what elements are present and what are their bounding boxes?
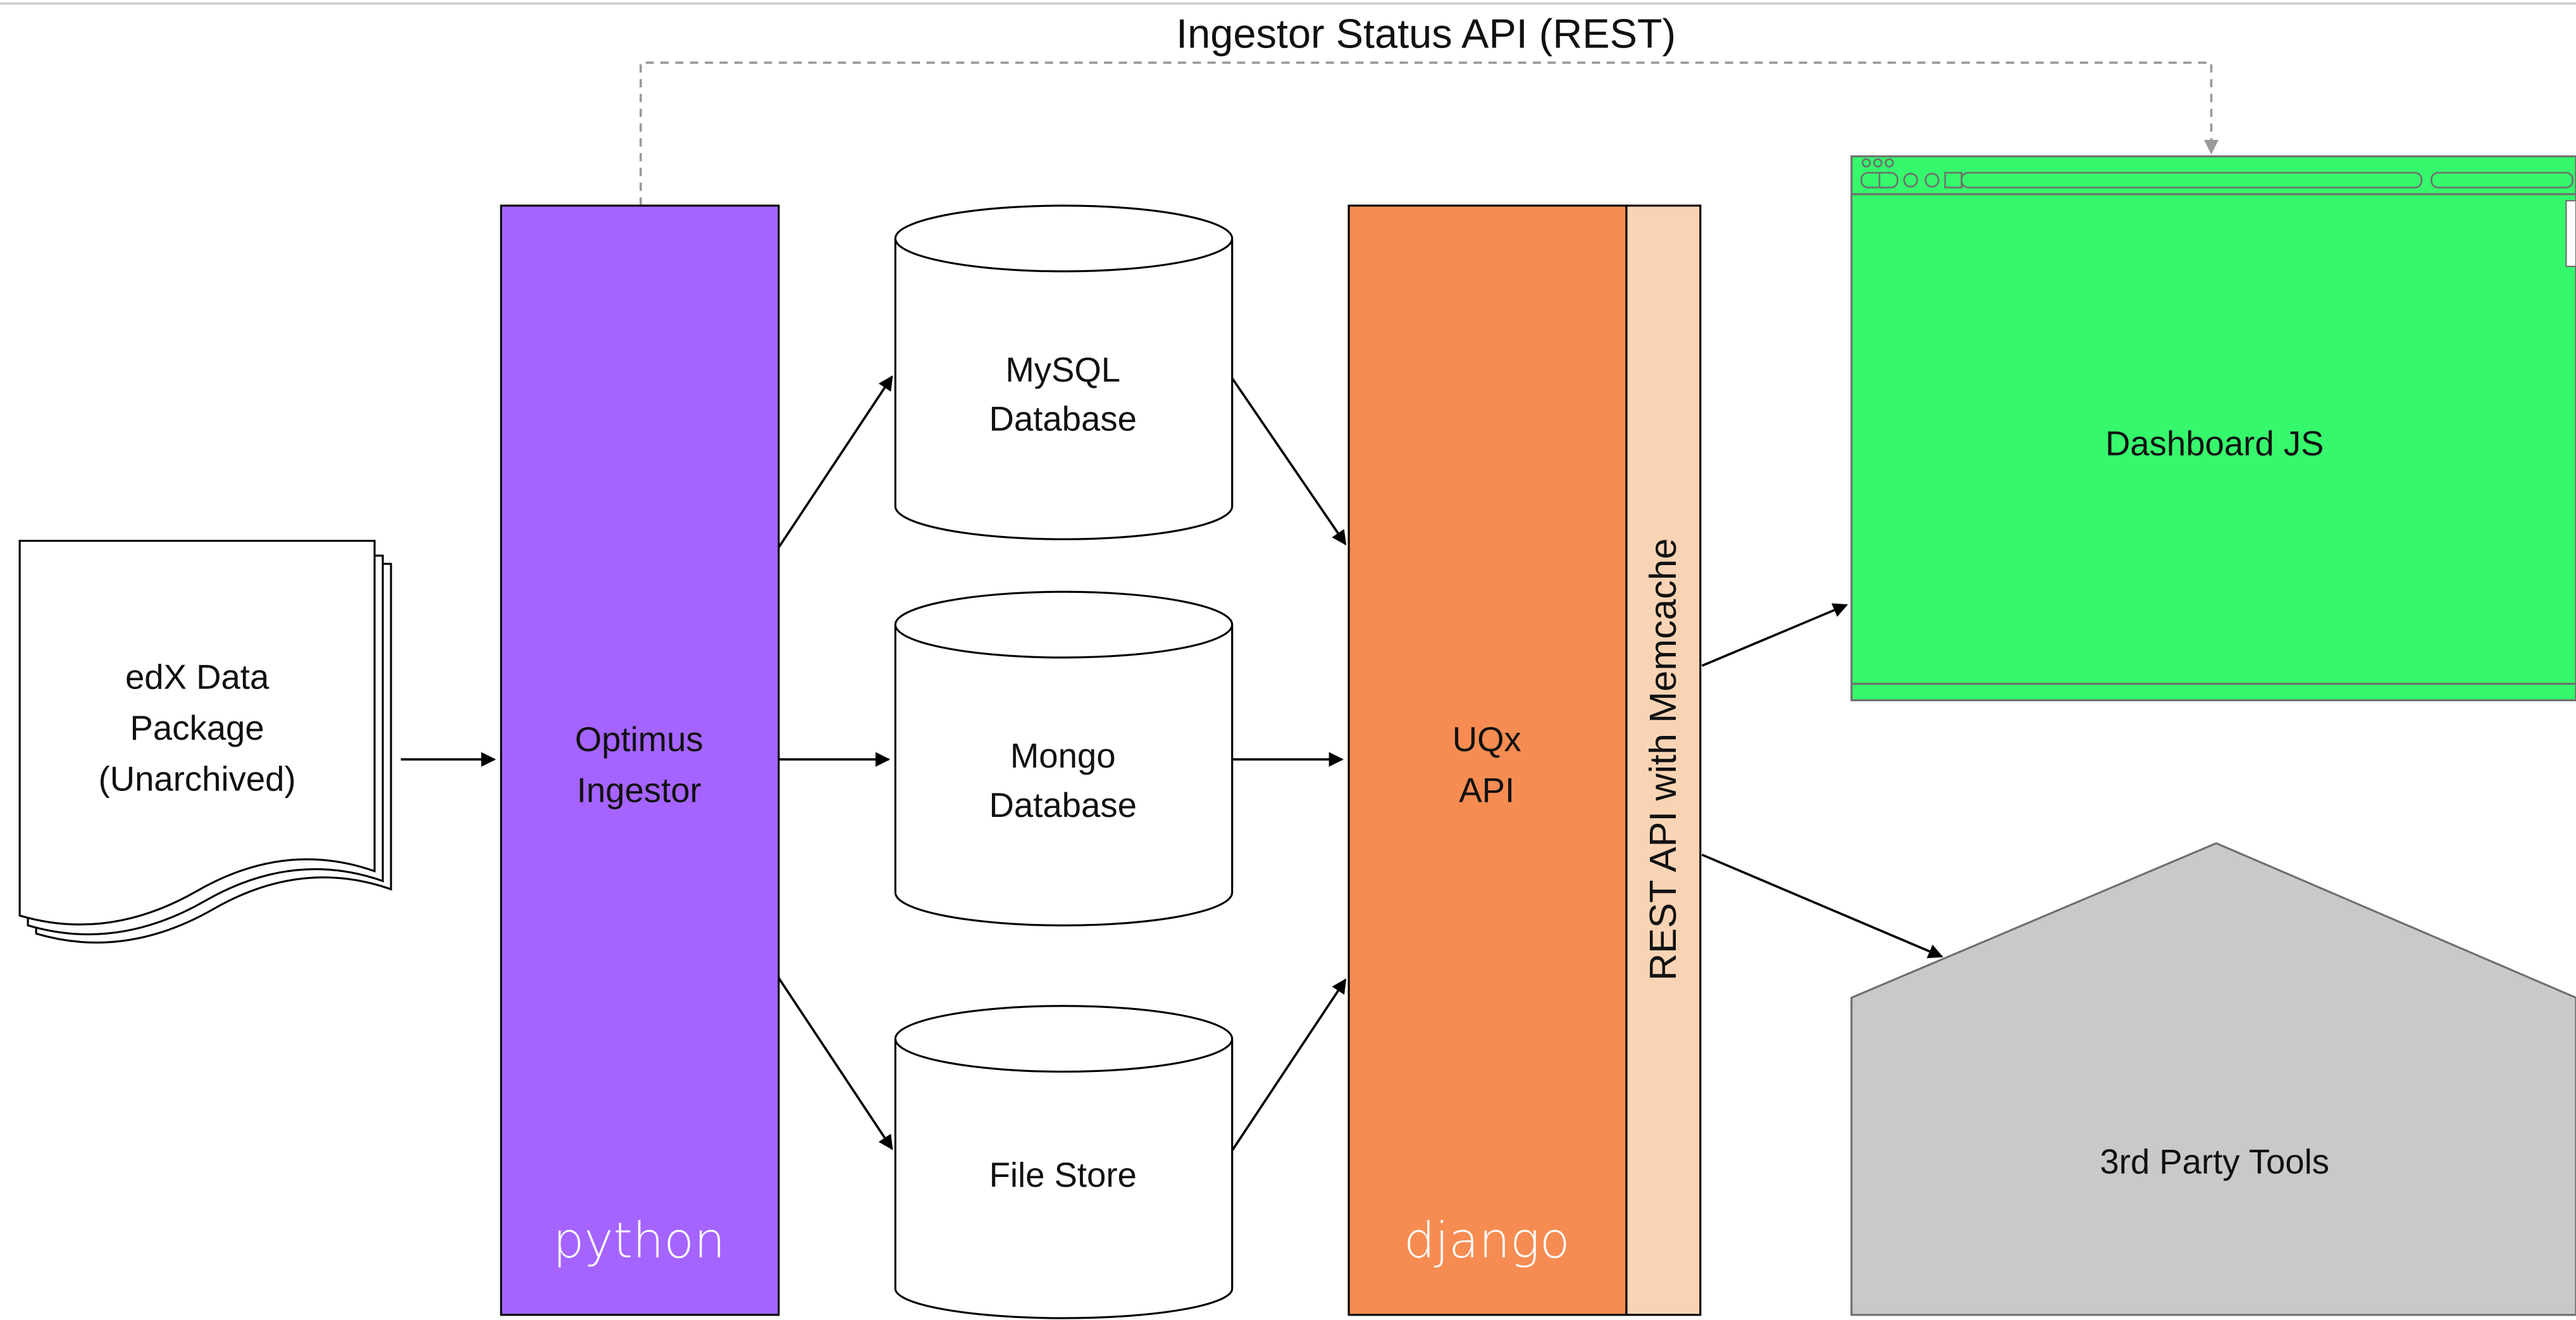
arrow-mysql-to-api <box>1231 377 1347 545</box>
dashboard-window: Dashboard JS <box>1850 155 2576 702</box>
optimus-ingestor: Optimus Ingestor python <box>500 204 780 1316</box>
dashboard-label: Dashboard JS <box>2105 425 2324 463</box>
edx-data-package: edX Data Package (Unarchived) <box>18 540 392 944</box>
arrow-api-to-third-party <box>1701 854 1943 959</box>
status-api-connector: Ingestor Status API (REST) <box>639 11 2219 206</box>
mysql-label-line2: Database <box>989 400 1137 439</box>
search-bar <box>2430 171 2574 189</box>
rest-api-memcache: REST API with Memcache <box>1625 204 1702 1316</box>
mongo-label-line1: Mongo <box>1010 737 1116 775</box>
third-party-label: 3rd Party Tools <box>2100 1143 2329 1181</box>
window-controls-icon <box>1861 158 1894 168</box>
mysql-label-line1: MySQL <box>1005 351 1120 389</box>
connectors <box>400 375 1943 1152</box>
ingestor-label-line2: Ingestor <box>577 771 702 810</box>
api-label-line1: UQx <box>1452 720 1521 759</box>
api-label-line2: API <box>1459 771 1514 810</box>
document-shape <box>18 540 376 926</box>
mysql-database: MySQL Database <box>894 204 1234 540</box>
source-label-line2: Package <box>130 709 264 747</box>
third-party-tools: 3rd Party Tools <box>1850 842 2576 1316</box>
file-store: File Store <box>894 1005 1234 1319</box>
source-label-line3: (Unarchived) <box>99 759 296 798</box>
mongo-database: Mongo Database <box>894 590 1234 926</box>
status-api-label: Ingestor Status API (REST) <box>1176 11 1676 57</box>
source-label-line1: edX Data <box>125 657 269 696</box>
file-store-label: File Store <box>989 1155 1137 1194</box>
address-bar <box>1960 171 2423 189</box>
mongo-label-line2: Database <box>989 786 1137 825</box>
uqx-api: UQx API django <box>1347 204 1628 1316</box>
arrow-ingestor-to-filestore <box>777 977 893 1150</box>
arrow-ingestor-to-mysql <box>777 375 893 549</box>
django-tech-label: django <box>1404 1212 1570 1269</box>
arrow-api-to-dashboard <box>1701 603 1848 667</box>
rest-api-memcache-label: REST API with Memcache <box>1642 539 1684 981</box>
window-scrollbar <box>2565 200 2576 268</box>
arrow-filestore-to-api <box>1231 978 1347 1152</box>
ingestor-label-line1: Optimus <box>575 720 703 759</box>
python-tech-label: python <box>553 1212 725 1269</box>
